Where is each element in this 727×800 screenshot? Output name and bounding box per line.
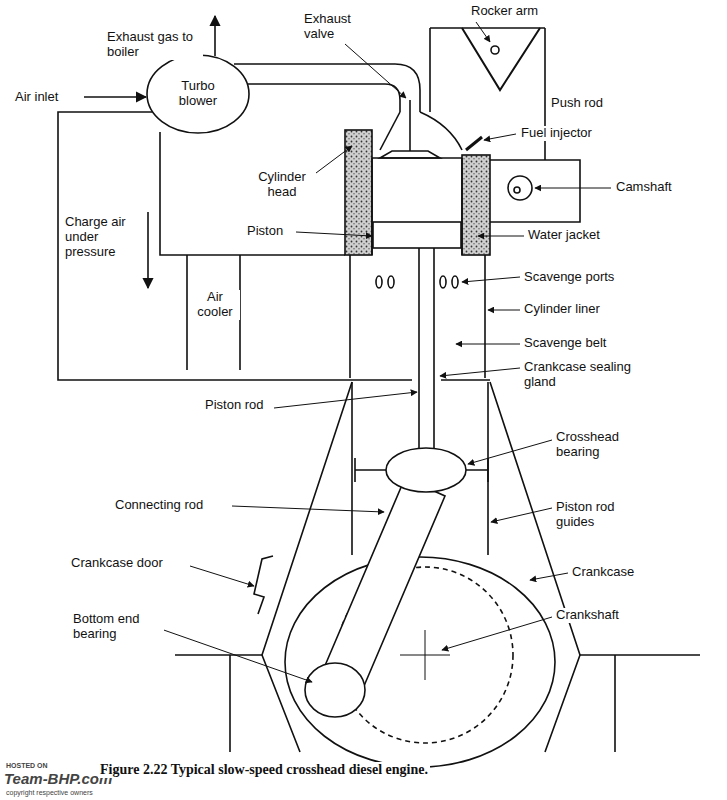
part-label: Cylinder liner <box>523 302 601 317</box>
valve-stem <box>409 100 411 152</box>
part-label: Piston rod <box>204 398 265 413</box>
part-label: Piston rod guides <box>555 500 637 530</box>
crank-centre <box>400 630 450 680</box>
part-label: Exhaust valve <box>303 12 365 42</box>
part-label: Fuel injector <box>520 126 593 141</box>
fuel-injector <box>466 137 482 150</box>
watermark-text: HOSTED ON <box>6 762 48 770</box>
part-label: Bottom end bearing <box>72 612 164 642</box>
air-inlet-arrow <box>84 96 146 98</box>
water-jacket <box>462 155 490 255</box>
watermark-text: Team-BHP.com <box>4 770 112 787</box>
sealing-line <box>441 379 490 381</box>
part-label: Scavenge ports <box>523 270 615 285</box>
camshaft-housing <box>490 160 580 222</box>
part-label: Scavenge belt <box>523 336 607 351</box>
head-curve <box>380 112 400 150</box>
bottom-end-bearing <box>305 663 365 717</box>
part-label: Exhaust gas to boiler <box>106 30 203 60</box>
cylinder-wall <box>372 158 462 255</box>
part-label: Rocker arm <box>470 4 539 19</box>
crank-web <box>285 557 555 767</box>
piston-rod <box>419 248 434 452</box>
cylinder-liner <box>350 255 485 378</box>
part-label: Air cooler <box>190 290 240 320</box>
engine-bedplate <box>175 655 700 752</box>
part-label: Charge air under pressure <box>64 215 138 260</box>
part-label: Crankshaft <box>555 608 620 623</box>
valve-head <box>380 151 440 158</box>
watermark-text: copyright respective owners <box>6 789 93 797</box>
part-label: Crankcase sealing gland <box>523 360 635 390</box>
cylinder-top <box>372 157 462 159</box>
part-label: Crankcase door <box>70 556 164 571</box>
charge-air-duct <box>58 112 412 380</box>
node-text: Turbo blower <box>167 79 229 109</box>
rocker-pivot <box>491 46 499 54</box>
exhaust-arrow <box>214 16 216 56</box>
piston <box>373 222 461 248</box>
figure-caption: Figure 2.22 Typical slow-speed crosshead… <box>98 762 430 778</box>
part-label: Connecting rod <box>114 498 204 513</box>
rocker-arm <box>462 28 540 90</box>
part-label: Push rod <box>550 96 604 111</box>
part-label: Piston <box>246 224 284 239</box>
crosshead <box>386 448 466 492</box>
blower-ellipse: Turbo blower <box>146 54 250 134</box>
part-label: Camshaft <box>615 180 673 195</box>
part-label: Air inlet <box>14 90 59 105</box>
exhaust-duct <box>247 84 400 112</box>
cam-centre <box>514 187 520 193</box>
exhaust-duct <box>234 64 420 112</box>
part-label: Crosshead bearing <box>555 430 637 460</box>
air-cooler <box>187 255 240 370</box>
charge-air-arrow <box>147 212 149 288</box>
head-curve <box>420 112 462 150</box>
part-label: Cylinder head <box>248 170 316 200</box>
cam <box>508 176 532 200</box>
charge-air-duct <box>160 132 345 255</box>
crankcase-door <box>254 556 273 614</box>
part-label: Water jacket <box>527 228 601 243</box>
part-label: Crankcase <box>571 565 635 580</box>
